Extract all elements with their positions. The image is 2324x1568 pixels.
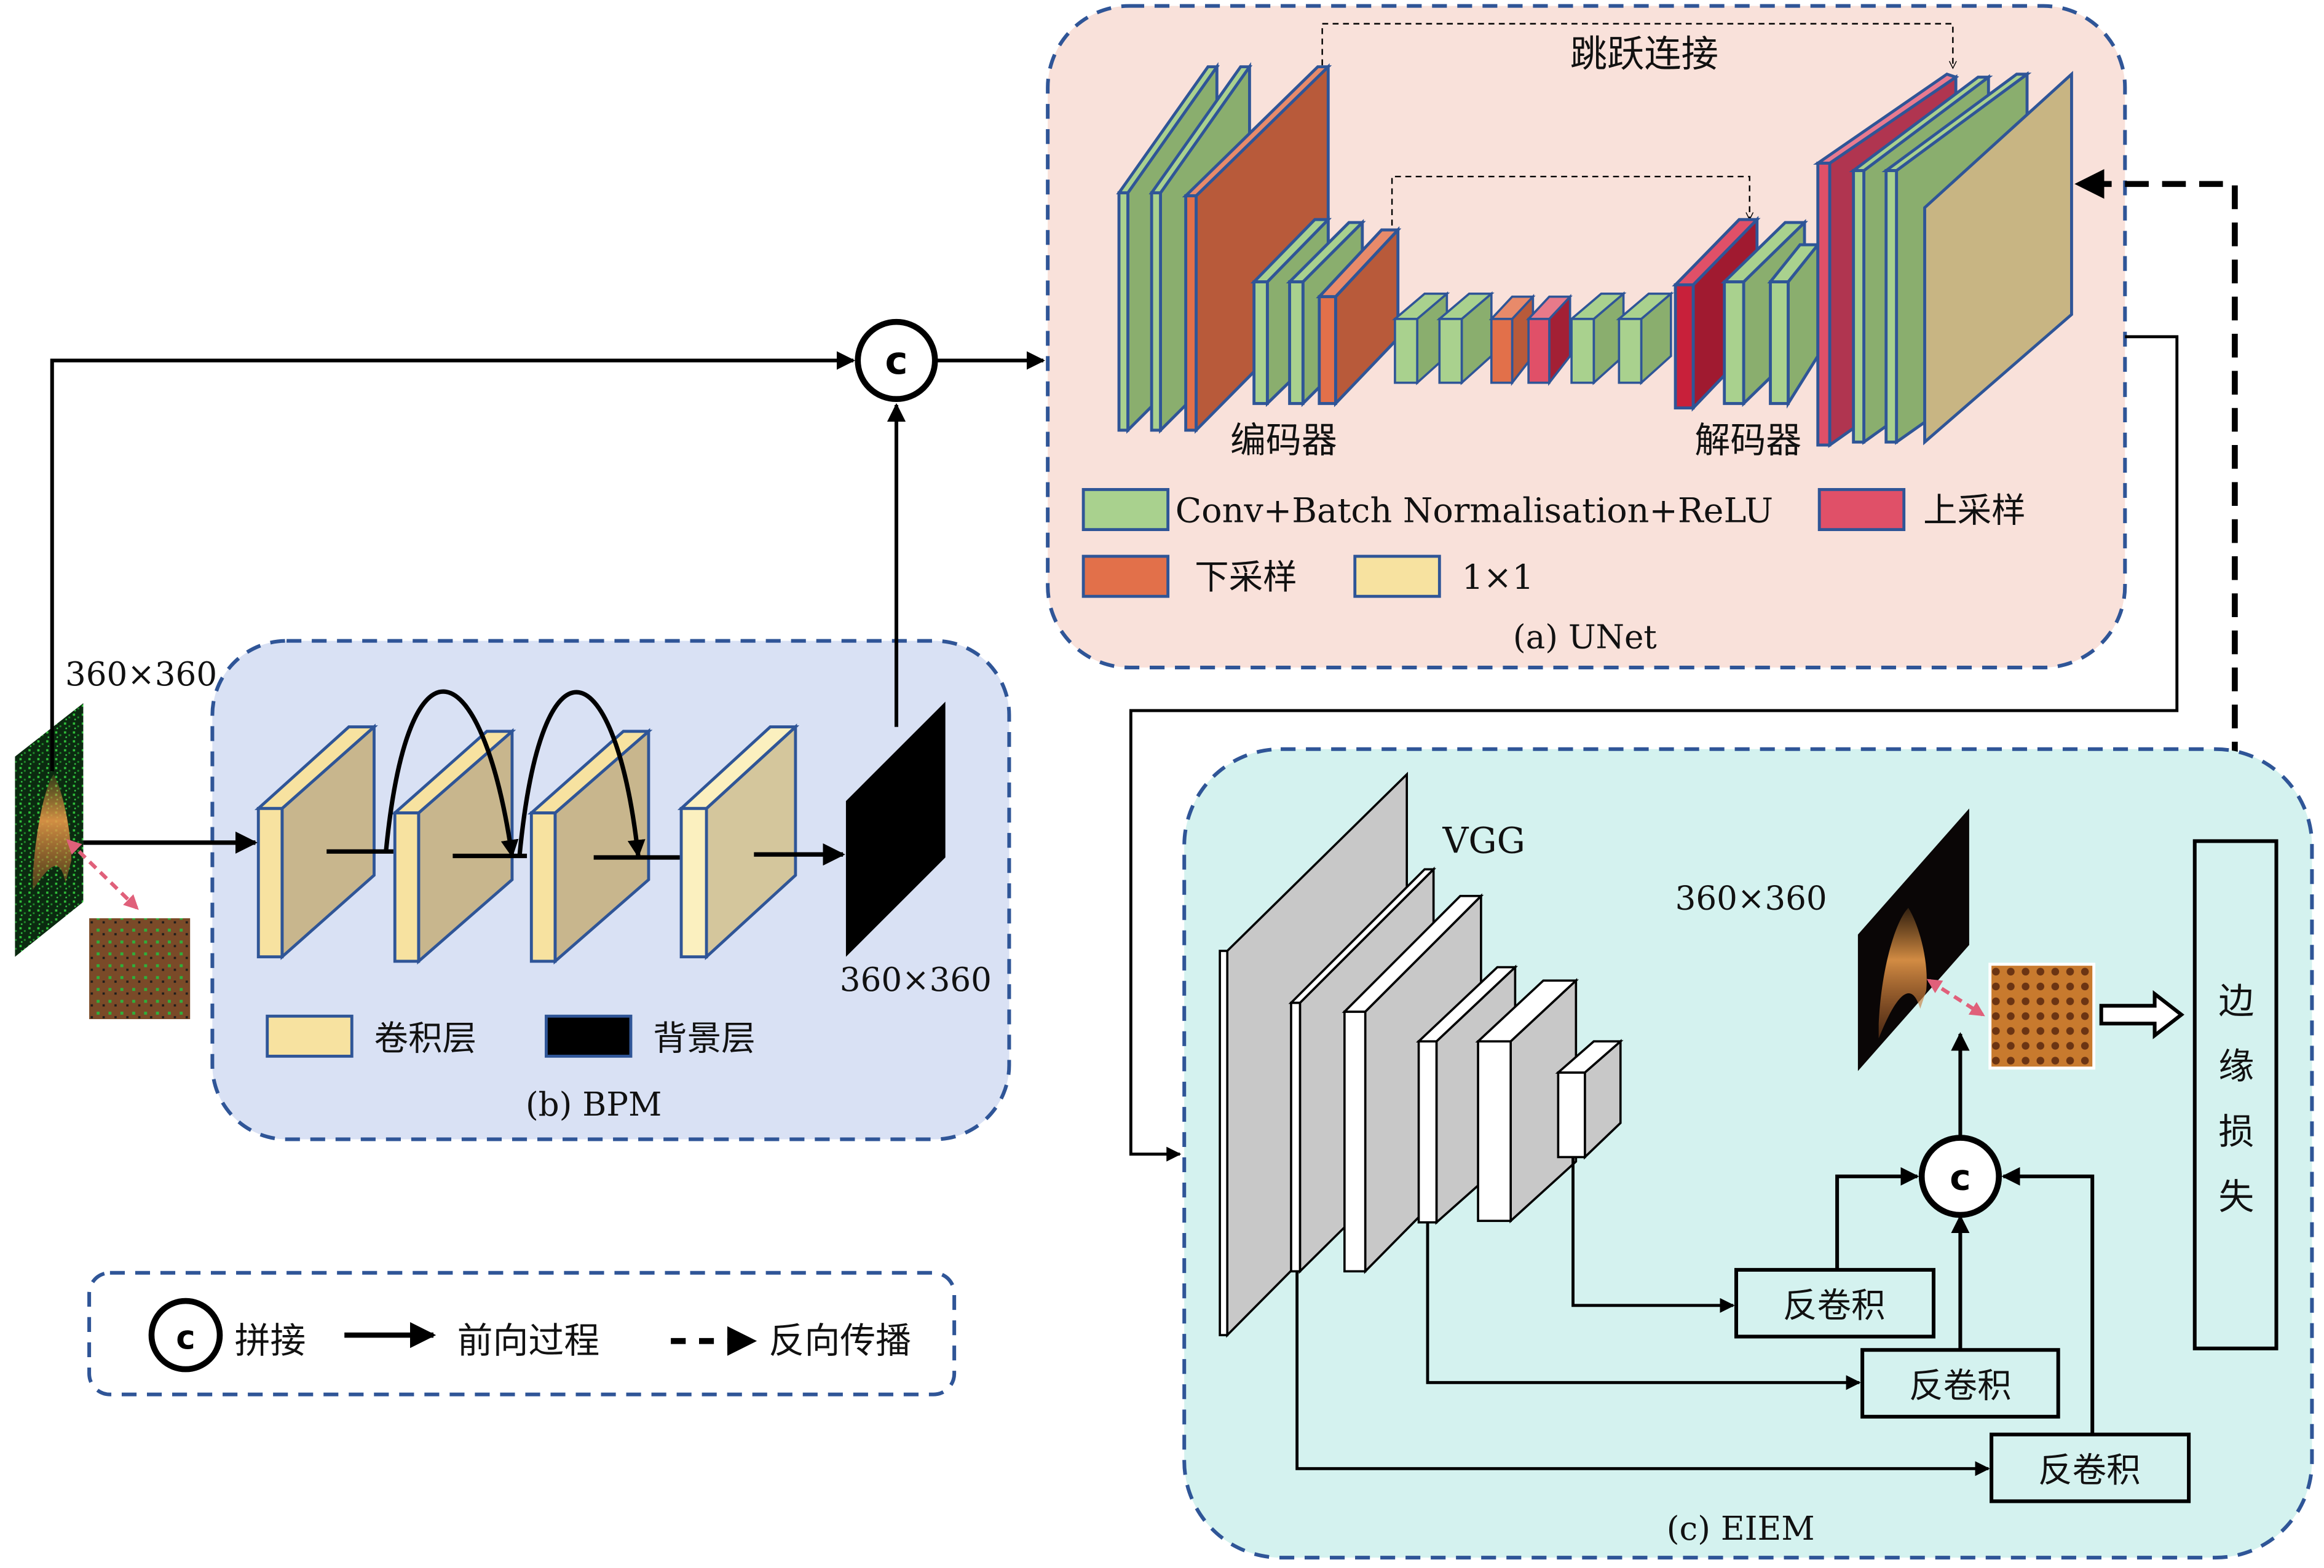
eiem-caption: (c) EIEM [1667, 1510, 1815, 1548]
vgg-network [1219, 771, 1624, 1338]
bpm-conv-layer [390, 728, 516, 965]
legend-label-background: 背景层 [653, 1019, 756, 1059]
legend-backward-label: 反向传播 [769, 1320, 911, 1361]
edge-loss-char: 失 [2218, 1176, 2254, 1218]
hollow-arrow [2099, 990, 2184, 1039]
deconv-to-concat-1 [1835, 1167, 1919, 1270]
zoom-indicator-arrow [1926, 979, 1985, 1017]
skip-connection-inner [1391, 175, 1750, 226]
deconv-box: 反卷积 [1860, 1348, 2060, 1419]
global-legend-box [87, 1271, 957, 1397]
legend-label-bpm-conv: 卷积层 [374, 1019, 476, 1059]
eiem-panel: VGG 反卷积 反卷积 反卷积 c 360×360 [1182, 747, 2314, 1560]
onebyone-block [1923, 71, 2073, 446]
bpm-panel: 360×360 卷积层 背景层 (b) BPM [210, 639, 1011, 1141]
decoder-stage-2 [1672, 216, 1821, 412]
vgg-label: VGG [1442, 820, 1525, 862]
conv-block [1616, 291, 1674, 385]
zoom-indicator-arrow [66, 839, 139, 910]
legend-concat-label: 拼接 [235, 1320, 306, 1361]
global-legend: c 拼接 前向过程 反向传播 [87, 1271, 957, 1397]
concat-symbol-text: c [1950, 1157, 1970, 1199]
bpm-conv-layer [677, 723, 800, 961]
tap-arrow-2 [1426, 1222, 1861, 1390]
legend-label-onebyone: 1×1 [1462, 557, 1534, 597]
decoder-stage-1 [1812, 71, 2073, 448]
bpm-caption: (b) BPM [526, 1085, 662, 1124]
deconv-to-concat-3 [2001, 1167, 2095, 1435]
edge-output-signal [1878, 908, 1927, 1039]
backprop-arrow [2074, 169, 2238, 840]
legend-label-conv: Conv+Batch Normalisation+ReLU [1176, 491, 1773, 531]
encoder-label: 编码器 [1230, 419, 1337, 461]
legend-swatch-onebyone [1353, 554, 1441, 598]
bottleneck [1391, 291, 1674, 386]
legend-swatch-downsample [1081, 554, 1170, 598]
input-image-zoom-patch [86, 915, 194, 1022]
concat-symbol-text: c [885, 338, 907, 383]
tap-arrow-1 [1571, 1157, 1735, 1313]
deconv-label: 反卷积 [2038, 1451, 2141, 1491]
downsample-block [1316, 226, 1402, 408]
eiem-output-size: 360×360 [1675, 879, 1827, 917]
concat-node-eiem: c [1918, 1135, 2002, 1218]
encoder-stage-2 [1250, 216, 1402, 408]
decoder-label: 解码器 [1694, 419, 1801, 461]
bpm-residual-arc [384, 689, 519, 858]
bpm-residual-arc [517, 690, 646, 858]
skip-connection-label: 跳跃连接 [1570, 33, 1718, 76]
conv-block [1767, 240, 1821, 409]
legend-swatch-upsample [1817, 488, 1906, 532]
encoder-stage-1 [1116, 62, 1332, 434]
unet-legend: Conv+Batch Normalisation+ReLU 上采样 下采样 1×… [1081, 488, 2026, 598]
vgg-layer [1475, 978, 1579, 1224]
legend-label-upsample: 上采样 [1923, 491, 2026, 531]
edge-loss-box [2192, 839, 2279, 1350]
concat-symbol-text: c [176, 1318, 195, 1357]
background-layer [845, 701, 946, 957]
input-size-label: 360×360 [65, 655, 217, 693]
deconv-box: 反卷积 [1734, 1267, 1936, 1339]
tap-arrow-3 [1295, 1271, 1990, 1476]
deconv-box: 反卷积 [1990, 1432, 2191, 1503]
edge-loss-char: 边 [2218, 980, 2254, 1022]
legend-forward-label: 前向过程 [457, 1320, 600, 1361]
legend-label-downsample: 下采样 [1195, 557, 1297, 597]
unet-panel: 跳跃连接 [1046, 4, 2127, 670]
forward-arrow-unet-to-eiem [1129, 335, 2179, 1162]
forward-arrow-input-to-concat [50, 351, 856, 771]
deconv-label: 反卷积 [1909, 1366, 2012, 1406]
bpm-conv-layer [254, 723, 378, 961]
edge-loss-char: 损 [2218, 1111, 2254, 1152]
legend-swatch-conv [1081, 488, 1170, 532]
concat-node-top: c [855, 318, 938, 403]
edge-output-zoom-patch [1988, 963, 2096, 1070]
bpm-output-size: 360×360 [840, 961, 992, 999]
edge-loss-char: 缘 [2218, 1046, 2254, 1087]
downsample-block [1182, 63, 1332, 434]
legend-swatch-bpm-conv [266, 1014, 354, 1058]
conv-block [1436, 291, 1495, 385]
legend-swatch-background [545, 1014, 633, 1058]
input-image-signal [33, 774, 72, 891]
unet-caption: (a) UNet [1513, 618, 1657, 656]
concat-icon [148, 1298, 223, 1373]
deconv-label: 反卷积 [1783, 1286, 1886, 1326]
input-image-group: 360×360 [15, 655, 217, 1022]
upsample-block [1525, 294, 1573, 386]
